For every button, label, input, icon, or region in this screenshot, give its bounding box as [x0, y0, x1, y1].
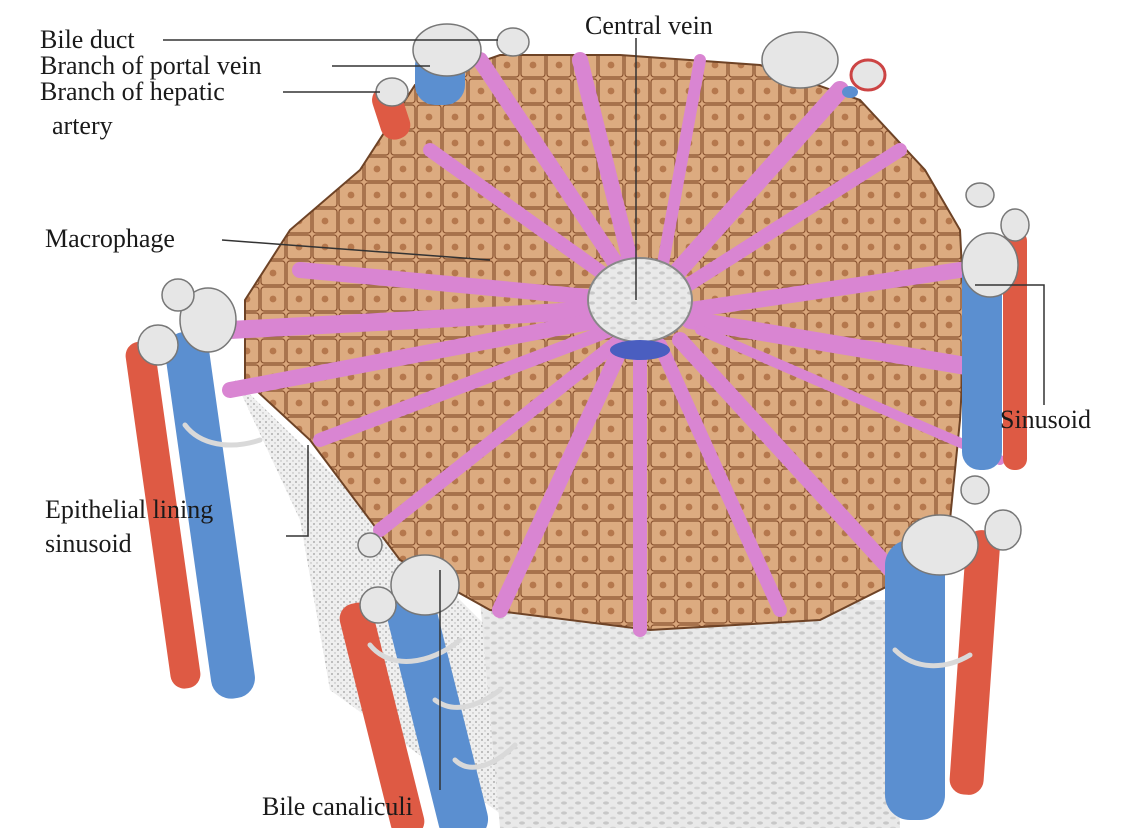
label-hepatic-artery-line2: artery: [52, 111, 113, 140]
bile-duct-cap: [162, 279, 194, 311]
central-vein: [588, 258, 692, 342]
hepatic-artery-cap: [851, 60, 885, 90]
label-hepatic-artery-line1: Branch of hepatic: [40, 77, 225, 106]
portal-vein-cap: [902, 515, 978, 575]
bile-duct-cap: [358, 533, 382, 557]
label-bile-canaliculi: Bile canaliculi: [262, 792, 413, 821]
hepatic-artery-cap: [1001, 209, 1029, 241]
portal-vein-cap: [391, 555, 459, 615]
label-bile-duct: Bile duct: [40, 25, 135, 54]
central-vein-lumen-shadow: [610, 340, 670, 360]
hepatic-artery-cap: [376, 78, 408, 106]
label-epithelial-line1: Epithelial lining: [45, 495, 213, 524]
portal-vein-blue-ring: [842, 86, 858, 98]
bile-duct-cap: [961, 476, 989, 504]
label-macrophage: Macrophage: [45, 224, 175, 253]
portal-vein-vessel: [885, 540, 945, 820]
bile-duct-cap: [966, 183, 994, 207]
label-portal-vein: Branch of portal vein: [40, 51, 262, 80]
bile-duct-cap: [497, 28, 529, 56]
hepatic-artery-cap: [985, 510, 1021, 550]
portal-triad-left: [124, 279, 258, 701]
label-central-vein: Central vein: [585, 11, 713, 40]
portal-vein-cap: [413, 24, 481, 76]
portal-vein-cap: [762, 32, 838, 88]
label-sinusoid: Sinusoid: [1000, 405, 1091, 434]
label-epithelial-line2: sinusoid: [45, 529, 132, 558]
connective-tissue-front-face: [480, 600, 900, 828]
portal-vein-cap: [962, 233, 1018, 297]
hepatic-artery-cap: [360, 587, 396, 623]
hepatic-artery-cap: [138, 325, 178, 365]
